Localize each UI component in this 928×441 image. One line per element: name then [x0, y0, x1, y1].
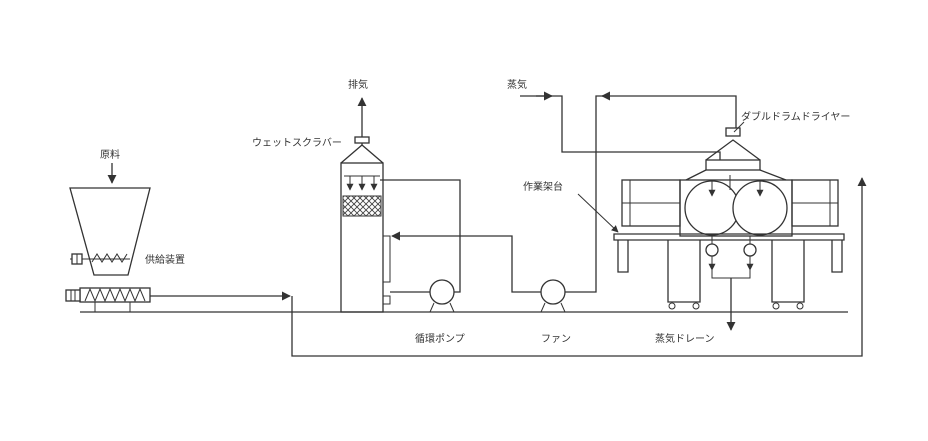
fan-label: ファン: [541, 334, 571, 345]
wet-scrubber-label: ウェットスクラバー: [252, 137, 342, 149]
screw-feeder: [65, 287, 848, 313]
raw-material-label: 原料: [100, 148, 120, 161]
feeder-label: 供給装置: [145, 253, 185, 266]
circulation-pump: [380, 179, 461, 313]
dryer-leader: [733, 121, 745, 133]
circulation-pump-label: 循環ポンプ: [415, 332, 465, 345]
exhaust-label: 排気: [348, 78, 368, 91]
double-drum-dryer: [613, 127, 845, 331]
steam-drain-label: 蒸気ドレーン: [655, 332, 715, 345]
steam-label: 蒸気: [507, 78, 527, 91]
fan: [391, 91, 737, 313]
hopper: [69, 163, 151, 276]
steam-line: [520, 91, 721, 160]
work-stand-leader: [577, 193, 619, 233]
return-line: [291, 177, 867, 357]
wet-scrubber: [340, 97, 391, 313]
double-drum-dryer-label: ダブルドラムドライヤー: [741, 110, 850, 123]
work-stand-label: 作業架台: [523, 180, 563, 193]
fan-suction-line: [565, 95, 737, 293]
fan-to-scrubber-line: [391, 231, 541, 293]
